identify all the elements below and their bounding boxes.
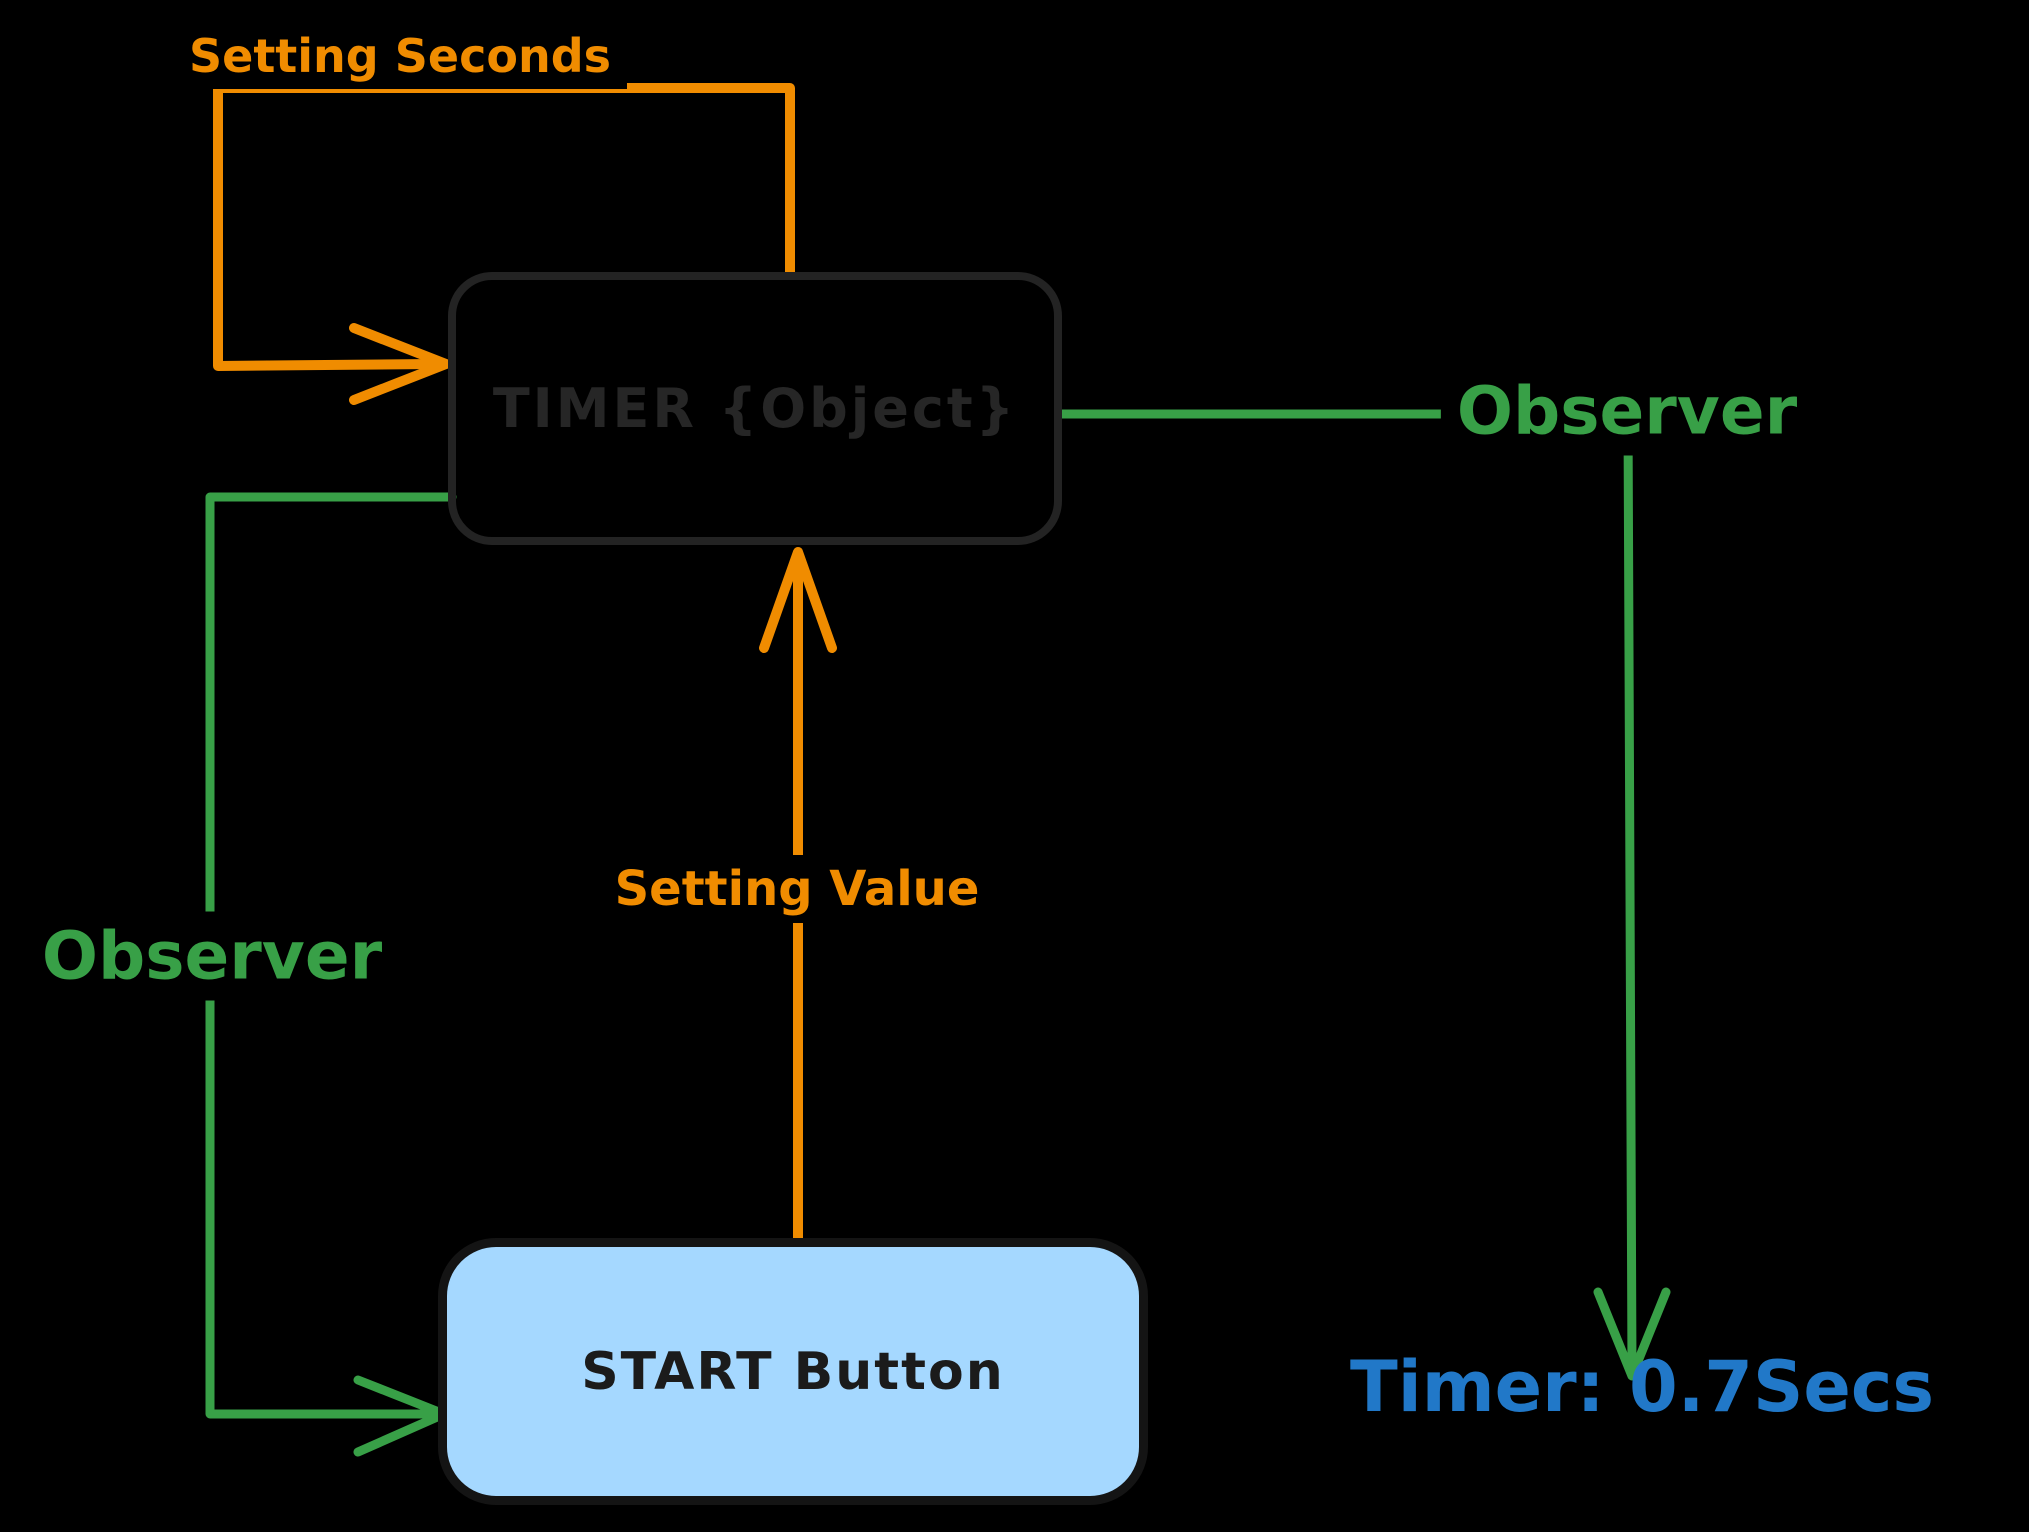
setting-value-edge-label: Setting Value — [598, 855, 996, 923]
observer-left-edge-label: Observer — [25, 911, 399, 1001]
observer-right-arrowhead-icon — [1593, 1287, 1671, 1381]
setting-seconds-edge-label: Setting Seconds — [172, 23, 628, 89]
timer-object-node: TIMER {Object} — [448, 272, 1062, 545]
start-button-label: START Button — [581, 1341, 1005, 1402]
setting-seconds-arrowhead-icon — [349, 323, 451, 405]
timer-display-text: Timer: 0.7Secs — [1349, 1346, 1935, 1428]
observer-right-edge-label: Observer — [1440, 366, 1814, 456]
start-button-node: START Button — [438, 1238, 1148, 1505]
observer-right-arrow-line — [1057, 409, 1637, 1375]
timer-object-label: TIMER {Object} — [492, 377, 1018, 440]
setting-value-arrowhead-icon — [759, 547, 837, 653]
